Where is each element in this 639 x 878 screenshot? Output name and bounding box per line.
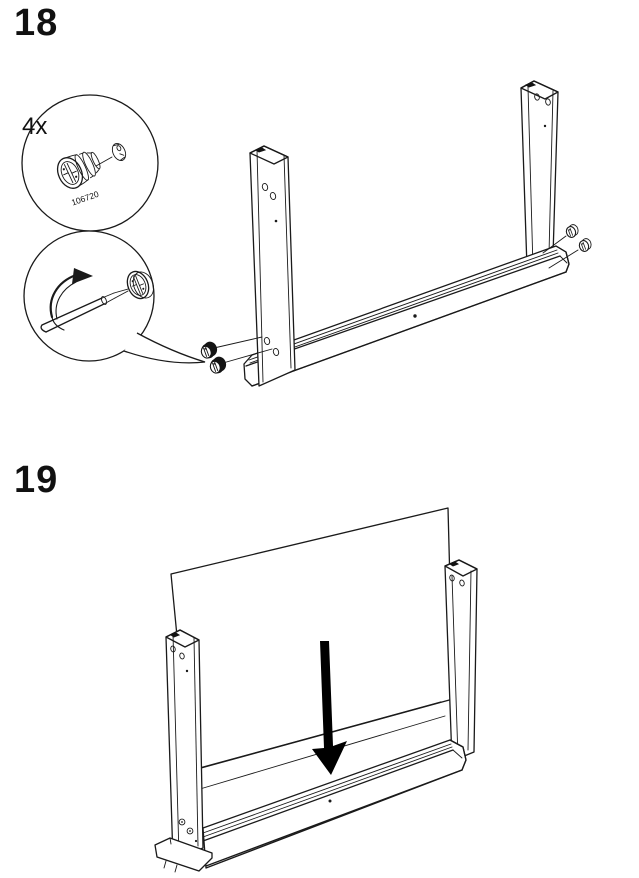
pilot-hole	[194, 839, 198, 843]
action-callout	[23, 230, 206, 364]
bottom-rail	[202, 739, 467, 869]
fastener-guides-right	[542, 224, 592, 269]
back-panel	[170, 507, 454, 772]
cam-lock-fastener	[565, 224, 579, 238]
side-panel-left	[154, 629, 213, 873]
callout-circle	[23, 230, 155, 362]
bottom-rail	[243, 245, 570, 387]
dowel-hole	[179, 652, 185, 660]
rail-hole	[413, 314, 417, 318]
step-19-number: 19	[14, 459, 59, 501]
step-19-figure	[154, 507, 478, 873]
dowel-hole	[459, 579, 465, 587]
dowel-hole	[534, 93, 540, 101]
quantity-label: 4x	[22, 113, 47, 140]
rotation-arrow-icon	[49, 268, 93, 331]
cam-housing-icon	[111, 143, 127, 161]
insert-down-arrow	[312, 641, 347, 775]
screwdriver-icon	[40, 288, 129, 333]
dowel-hole	[170, 645, 176, 653]
top-notch	[524, 82, 537, 88]
pilot-hole	[274, 219, 278, 223]
top-notch	[448, 561, 460, 567]
rail-hole	[328, 799, 332, 803]
top-notch	[254, 147, 267, 153]
side-panel-left	[249, 145, 296, 387]
pilot-hole	[185, 669, 189, 673]
panel-bottom-edge	[195, 701, 442, 770]
dowel-hole	[261, 183, 269, 191]
parts-callout: 4x	[21, 94, 159, 232]
cam-lock-installed	[178, 818, 186, 826]
cam-lock-fastener	[200, 341, 218, 359]
cam-lock-icon	[126, 270, 154, 300]
cam-hole	[272, 348, 280, 356]
top-notch	[169, 632, 181, 638]
side-panel-right	[520, 80, 559, 269]
cam-lock-fastener	[209, 356, 227, 374]
dowel-hole	[269, 192, 277, 200]
cam-lock-installed	[186, 827, 194, 835]
cam-lock-icon	[56, 143, 127, 189]
foot-plinth	[154, 837, 213, 873]
callout-pointer	[123, 332, 206, 364]
cam-lock-fastener	[578, 238, 592, 252]
dowel-hole	[449, 574, 455, 582]
dowel-hole	[545, 98, 551, 106]
side-panel-right	[444, 559, 478, 762]
fastener-guides-left	[200, 336, 273, 374]
step-18-number: 18	[14, 2, 59, 44]
step-18-figure: 4x	[21, 80, 592, 387]
pilot-hole	[543, 124, 547, 128]
cam-hole	[263, 337, 271, 345]
